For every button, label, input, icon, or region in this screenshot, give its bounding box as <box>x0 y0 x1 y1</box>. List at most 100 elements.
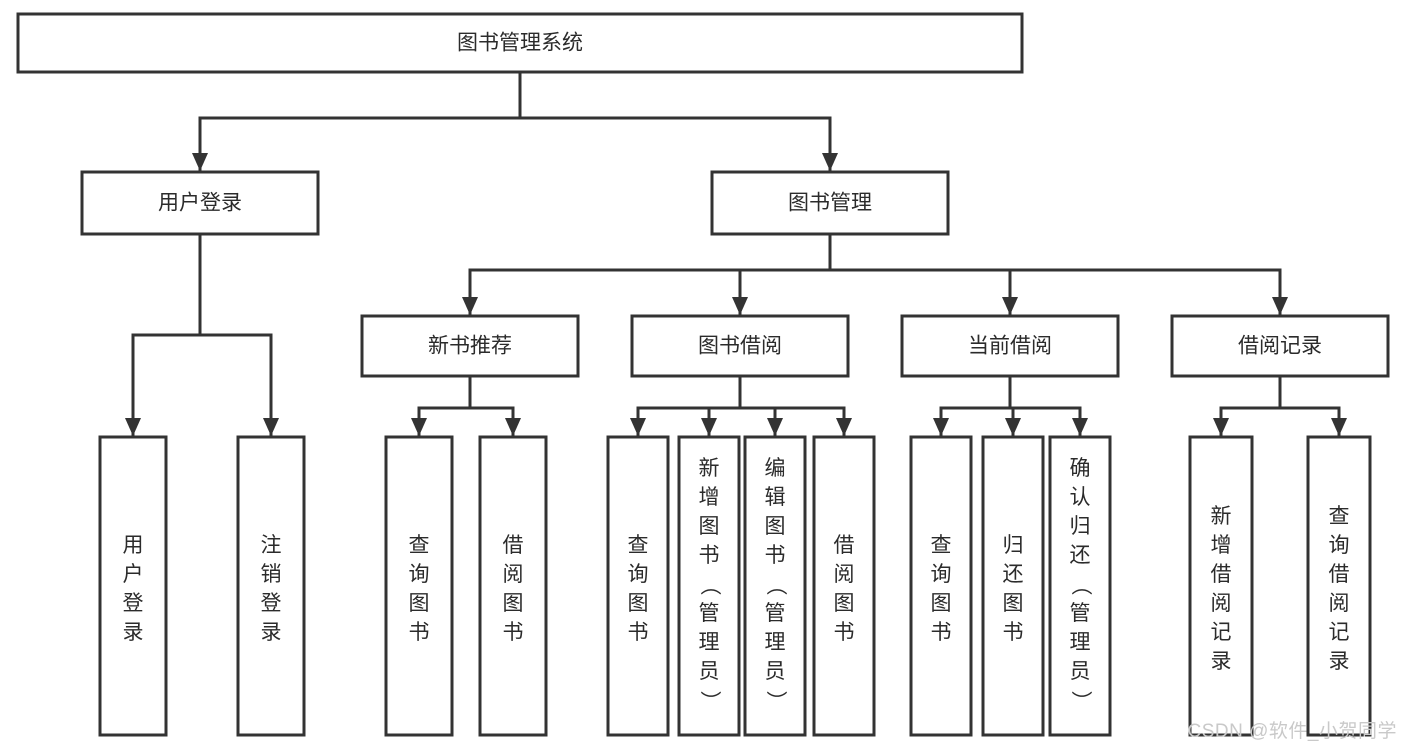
node-leaf-user-login[interactable]: 用户登录 <box>98 435 168 737</box>
node-label-char: 录 <box>261 621 282 644</box>
arrow-head-icon <box>1072 418 1088 436</box>
arrow-head-icon <box>263 418 279 436</box>
arrow-head-icon <box>462 297 478 315</box>
node-label-char: 阅 <box>503 563 524 586</box>
arrow-head-icon <box>411 418 427 436</box>
arrow-head-icon <box>822 153 838 171</box>
node-current-borrow[interactable]: 当前借阅 <box>900 314 1120 378</box>
node-book-manage[interactable]: 图书管理 <box>710 170 950 236</box>
node-label-char: 录 <box>1329 650 1350 673</box>
node-label-char: 借 <box>834 534 855 557</box>
node-label-char: ） <box>698 691 721 712</box>
node-label-char: 录 <box>123 621 144 644</box>
node-label-char: 确 <box>1070 457 1091 480</box>
node-label-char: （ <box>1069 575 1092 596</box>
node-label-char: 阅 <box>834 563 855 586</box>
node-label-char: 询 <box>931 563 952 586</box>
node-label-char: 记 <box>1211 621 1232 644</box>
node-label: 新书推荐 <box>428 335 512 358</box>
node-label-char: 图 <box>628 592 649 615</box>
node-label-char: 书 <box>931 621 952 644</box>
node-label-char: 辑 <box>765 486 786 509</box>
node-label: 图书借阅 <box>698 335 782 358</box>
node-label-char: 图 <box>765 515 786 538</box>
arrow-head-icon <box>732 297 748 315</box>
arrow-head-icon <box>701 418 717 436</box>
nodes-layer: 图书管理系统用户登录图书管理新书推荐图书借阅当前借阅借阅记录用户登录注销登录查询… <box>16 12 1390 737</box>
node-label-char: 借 <box>1329 563 1350 586</box>
node-label-char: 阅 <box>1211 592 1232 615</box>
node-label-char: （ <box>764 575 787 596</box>
node-label-char: 借 <box>1211 563 1232 586</box>
node-label-char: 图 <box>834 592 855 615</box>
node-label-char: 还 <box>1070 544 1091 567</box>
arrow-head-icon <box>933 418 949 436</box>
arrow-head-icon <box>1213 418 1229 436</box>
node-label-char: 借 <box>503 534 524 557</box>
node-new-book-recommend[interactable]: 新书推荐 <box>360 314 580 378</box>
node-label-char: 理 <box>699 631 720 654</box>
node-book-borrow[interactable]: 图书借阅 <box>630 314 850 378</box>
node-label-char: 图 <box>1003 592 1024 615</box>
node-label-char: 管 <box>765 602 786 625</box>
node-label-char: 询 <box>409 563 430 586</box>
node-label-char: 书 <box>409 621 430 644</box>
node-label-char: 查 <box>628 534 649 557</box>
node-label-char: 户 <box>123 563 144 586</box>
node-label: 用户登录 <box>158 192 242 215</box>
node-label: 图书管理 <box>788 192 872 215</box>
node-label-char: 归 <box>1070 515 1091 538</box>
node-label-char: 销 <box>261 563 282 586</box>
node-label-char: 记 <box>1329 621 1350 644</box>
node-user-login[interactable]: 用户登录 <box>80 170 320 236</box>
node-label-char: 新 <box>1211 505 1232 528</box>
node-label-char: 管 <box>699 602 720 625</box>
node-label-char: 书 <box>834 621 855 644</box>
node-root-root[interactable]: 图书管理系统 <box>16 12 1024 74</box>
arrow-head-icon <box>1331 418 1347 436</box>
node-label-char: 询 <box>628 563 649 586</box>
node-label-char: 员 <box>1070 660 1091 683</box>
connectors-layer <box>125 70 1347 437</box>
arrow-head-icon <box>1002 297 1018 315</box>
node-label-char: 书 <box>1003 621 1024 644</box>
node-label-char: 登 <box>261 592 282 615</box>
csdn-watermark: CSDN @软件_小贺同学 <box>1187 721 1397 742</box>
node-label-char: 认 <box>1070 486 1091 509</box>
node-label-char: 新 <box>699 457 720 480</box>
node-label-char: 查 <box>931 534 952 557</box>
node-borrow-record[interactable]: 借阅记录 <box>1170 314 1390 378</box>
node-label: 借阅记录 <box>1238 335 1322 358</box>
node-label-char: （ <box>698 575 721 596</box>
node-label: 当前借阅 <box>968 335 1052 358</box>
node-label-char: 询 <box>1329 534 1350 557</box>
node-label-char: 管 <box>1070 602 1091 625</box>
arrow-head-icon <box>192 153 208 171</box>
node-label-char: 还 <box>1003 563 1024 586</box>
node-label-char: ） <box>764 691 787 712</box>
node-label-char: 图 <box>409 592 430 615</box>
node-label-char: 员 <box>699 660 720 683</box>
arrow-head-icon <box>505 418 521 436</box>
node-label-char: 图 <box>503 592 524 615</box>
node-label-char: 归 <box>1003 534 1024 557</box>
arrow-head-icon <box>630 418 646 436</box>
node-label-char: 员 <box>765 660 786 683</box>
node-label-char: 书 <box>765 544 786 567</box>
arrow-head-icon <box>125 418 141 436</box>
node-label-char: 注 <box>261 534 282 557</box>
